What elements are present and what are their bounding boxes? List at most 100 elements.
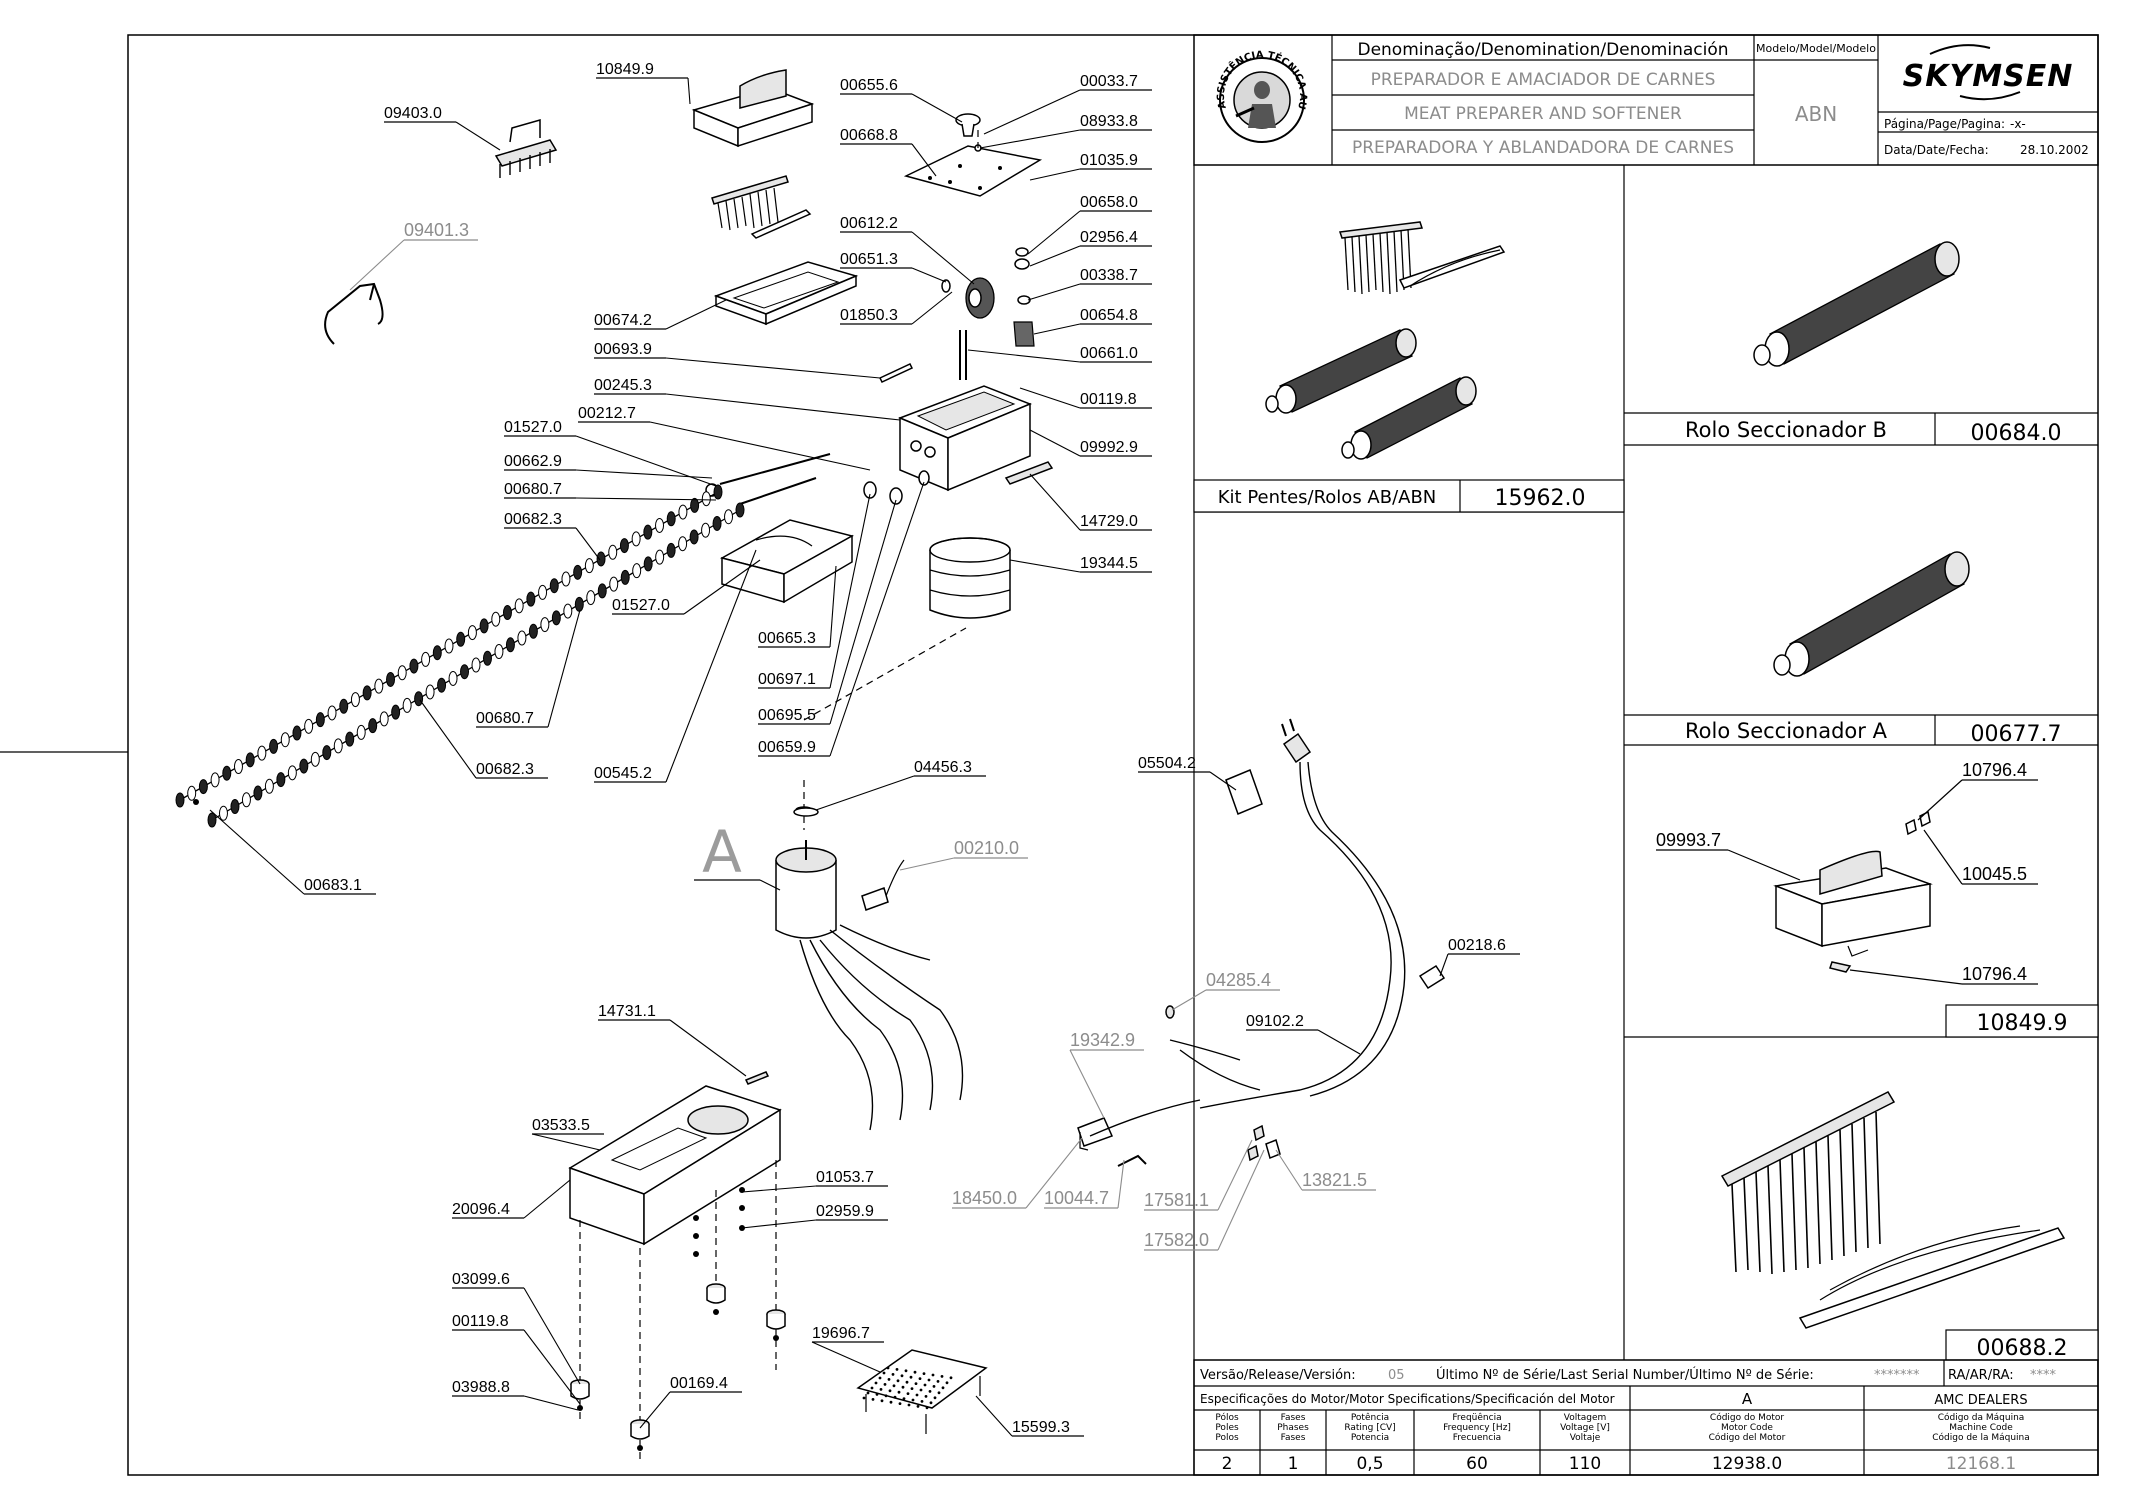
- disc: [526, 591, 536, 607]
- part-number-label: 01053.7: [816, 1169, 874, 1186]
- leader-line: [1029, 429, 1081, 457]
- disc: [574, 596, 584, 612]
- part-callout: 09992.9: [1029, 429, 1152, 457]
- disc: [460, 664, 470, 680]
- disc: [631, 531, 641, 547]
- spec-header: Frequency [Hz]: [1443, 1423, 1511, 1433]
- disc: [584, 558, 594, 574]
- kit-code: 15962.0: [1495, 486, 1586, 511]
- spec-header: Código de la Máquina: [1932, 1432, 2030, 1443]
- part-callout: 14729.0: [1029, 473, 1152, 531]
- model-value: ABN: [1795, 102, 1837, 126]
- spec-header: Voltage [V]: [1560, 1423, 1610, 1433]
- disc: [666, 511, 676, 527]
- leader-line: [1439, 953, 1449, 977]
- part-number-label: 00693.9: [594, 341, 652, 358]
- spec-value: 110: [1569, 1454, 1601, 1474]
- part-number-label: 00682.3: [476, 761, 534, 778]
- disc: [292, 725, 302, 741]
- disc: [724, 509, 734, 525]
- disc: [471, 657, 481, 673]
- part-callout: 00119.8: [1019, 387, 1152, 409]
- part-number-label: 00659.9: [758, 739, 816, 756]
- part-callout: 15599.3: [975, 1395, 1084, 1437]
- part-callout: 00212.7: [578, 405, 871, 471]
- disc: [345, 731, 355, 747]
- leader-line: [815, 775, 915, 811]
- leader-line: [1029, 168, 1081, 181]
- motor-callout-letter: A: [702, 818, 742, 886]
- release-value: 05: [1388, 1368, 1405, 1383]
- disc: [586, 590, 596, 606]
- leader-line: [829, 481, 925, 757]
- leader-line: [523, 1395, 579, 1411]
- roller-b-panel: Rolo Seccionador B 00684.0: [1624, 241, 2098, 446]
- disc: [269, 738, 279, 754]
- part-callout: 00662.9: [504, 453, 713, 479]
- part-callout: 01527.0: [612, 559, 761, 615]
- part-callout: 01527.0: [504, 419, 717, 487]
- part-number-label: 19696.7: [812, 1325, 870, 1342]
- disc: [467, 625, 477, 641]
- leader-line: [1217, 1149, 1265, 1251]
- leader-line: [1217, 1139, 1253, 1211]
- leader-line: [683, 559, 761, 615]
- part-number-label: 03988.8: [452, 1379, 510, 1396]
- part-callout: 01035.9: [1029, 152, 1152, 181]
- part-number-label: 00545.2: [594, 765, 652, 782]
- disc: [210, 772, 220, 788]
- part-number-label: 00662.9: [504, 453, 562, 470]
- leader-line: [1019, 387, 1081, 409]
- disc: [437, 677, 447, 693]
- disc: [253, 785, 263, 801]
- part-number-label: 13821.5: [1302, 1170, 1367, 1190]
- part-callout: 03099.6: [452, 1271, 581, 1385]
- disc: [678, 536, 688, 552]
- leader-line: [1027, 283, 1081, 301]
- motor-letter: A: [1742, 1390, 1753, 1408]
- part-callout: 00682.3: [504, 511, 601, 561]
- disc: [514, 598, 524, 614]
- spec-header: Pólos: [1215, 1412, 1239, 1423]
- disc: [713, 484, 723, 500]
- disc: [304, 718, 314, 734]
- disc: [444, 638, 454, 654]
- part-number-label: 09401.3: [404, 220, 469, 240]
- disc: [608, 544, 618, 560]
- leader-line: [349, 239, 405, 291]
- part-callout: 04456.3: [815, 759, 986, 811]
- disc: [735, 502, 745, 518]
- disc-stack-lower: [207, 502, 745, 828]
- leader-line: [523, 1287, 581, 1385]
- part-number-label: 02959.9: [816, 1203, 874, 1220]
- part-callout: 14731.1: [598, 1003, 747, 1077]
- spec-value: 60: [1466, 1454, 1488, 1474]
- motor-spec-label: Especificações do Motor/Motor Specificat…: [1200, 1392, 1615, 1406]
- rubber-feet: [570, 1283, 786, 1451]
- part-callout: 19696.7: [811, 1325, 884, 1373]
- part-number-label: 20096.4: [452, 1201, 510, 1218]
- leader-line: [665, 393, 901, 421]
- detail-part-2: 09993.7: [1656, 830, 1721, 850]
- leader-line: [523, 1179, 571, 1219]
- part-number-label: 00169.4: [670, 1375, 728, 1392]
- spec-header: Voltaje: [1570, 1433, 1601, 1443]
- disc: [549, 578, 559, 594]
- disc: [655, 549, 665, 565]
- leader-line: [575, 435, 717, 487]
- leader-line: [829, 499, 897, 725]
- leader-line: [649, 421, 871, 471]
- disc: [597, 583, 607, 599]
- part-callout: 09401.3: [349, 220, 478, 291]
- motor-spec-table: Versão/Release/Versión: 05 Último Nº de …: [1193, 1359, 2099, 1476]
- part-number-label: 05504.2: [1138, 755, 1196, 772]
- spec-value: 12168.1: [1946, 1454, 2016, 1474]
- date-label: Data/Date/Fecha:: [1884, 143, 1989, 157]
- leader-line: [811, 1341, 881, 1373]
- disc: [350, 692, 360, 708]
- spec-header: Motor Code: [1721, 1423, 1773, 1433]
- disc: [655, 517, 665, 533]
- part-number-label: 00612.2: [840, 215, 898, 232]
